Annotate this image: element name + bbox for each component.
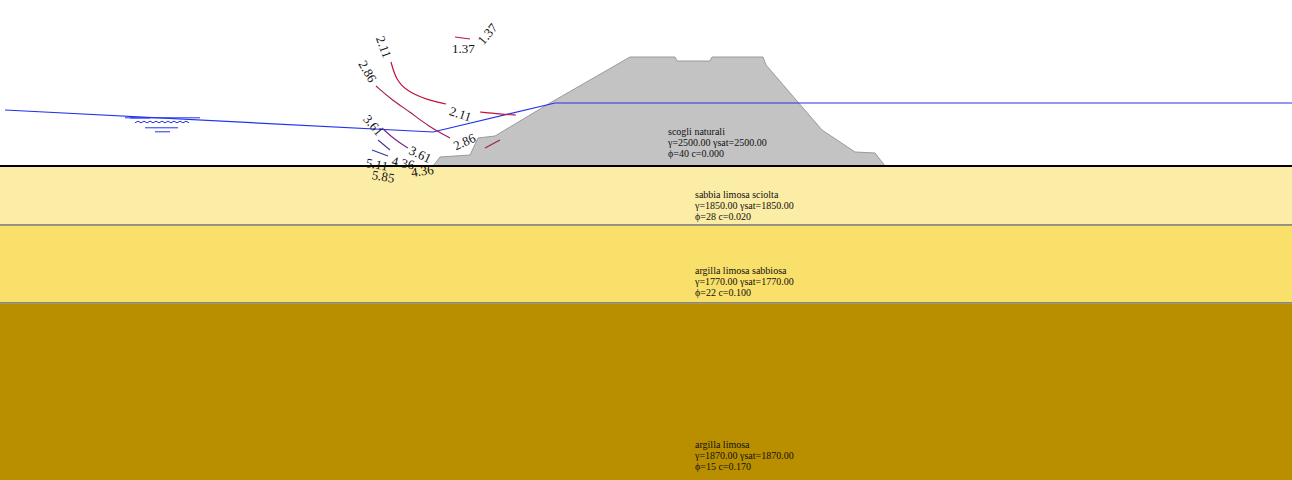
layer-parameters: γ=1850.00 γsat=1850.00 bbox=[695, 200, 794, 211]
layer-properties: scogli naturaliγ=2500.00 γsat=2500.00ϕ=4… bbox=[668, 126, 767, 159]
safety-contour bbox=[378, 140, 390, 150]
safety-factor-label: 2.86 bbox=[356, 58, 379, 84]
safety-contour bbox=[382, 128, 408, 148]
safety-contour bbox=[391, 62, 446, 104]
layer-parameters: γ=1870.00 γsat=1870.00 bbox=[695, 450, 794, 461]
breakwater-body: scogli naturaliγ=2500.00 γsat=2500.00ϕ=4… bbox=[430, 55, 890, 167]
soil-layer: sabbia limosa scioltaγ=1850.00 γsat=1850… bbox=[0, 167, 1292, 225]
layer-name: argilla limosa bbox=[695, 439, 794, 450]
safety-contour bbox=[455, 37, 470, 39]
water-symbol bbox=[130, 118, 150, 119]
layer-name: sabbia limosa sciolta bbox=[695, 189, 794, 200]
soil-layer: argilla limosaγ=1870.00 γsat=1870.00ϕ=15… bbox=[0, 304, 1292, 480]
layer-name: argilla limosa sabbiosa bbox=[695, 265, 794, 276]
layer-name: scogli naturali bbox=[668, 126, 767, 137]
layer-parameters: ϕ=40 c=0.000 bbox=[668, 148, 767, 159]
layer-properties: argilla limosa sabbiosaγ=1770.00 γsat=17… bbox=[695, 265, 794, 298]
breakwater-outline bbox=[430, 55, 890, 167]
layer-properties: sabbia limosa scioltaγ=1850.00 γsat=1850… bbox=[695, 189, 794, 222]
safety-factor-label: 2.11 bbox=[374, 34, 394, 59]
safety-factor-label: 1.37 bbox=[452, 42, 475, 55]
layer-parameters: γ=1770.00 γsat=1770.00 bbox=[695, 276, 794, 287]
safety-factor-label: 4.36 bbox=[410, 163, 434, 179]
layer-parameters: ϕ=15 c=0.170 bbox=[695, 461, 794, 472]
safety-factor-label: 3.61 bbox=[361, 112, 386, 138]
layer-parameters: ϕ=28 c=0.020 bbox=[695, 211, 794, 222]
layer-properties: argilla limosaγ=1870.00 γsat=1870.00ϕ=15… bbox=[695, 439, 794, 472]
water-line bbox=[5, 103, 1292, 132]
safety-contour bbox=[372, 150, 388, 156]
layer-boundary bbox=[0, 303, 1292, 304]
safety-factor-label: 5.85 bbox=[371, 168, 396, 185]
water-symbol bbox=[135, 121, 189, 123]
layer-parameters: γ=2500.00 γsat=2500.00 bbox=[668, 137, 767, 148]
water-symbol bbox=[145, 127, 178, 128]
safety-contour bbox=[376, 86, 450, 138]
ground-line bbox=[0, 165, 1292, 167]
layer-parameters: ϕ=22 c=0.100 bbox=[695, 287, 794, 298]
breakwater-shape bbox=[433, 57, 885, 166]
water-symbol bbox=[125, 117, 200, 118]
safety-factor-label: 1.37 bbox=[475, 21, 500, 47]
safety-factor-label: 2.11 bbox=[448, 104, 473, 123]
soil-layer: argilla limosa sabbiosaγ=1770.00 γsat=17… bbox=[0, 226, 1292, 303]
safety-contour bbox=[485, 140, 500, 148]
water-symbol bbox=[155, 131, 170, 132]
layer-boundary bbox=[0, 225, 1292, 226]
safety-contour bbox=[480, 112, 516, 115]
